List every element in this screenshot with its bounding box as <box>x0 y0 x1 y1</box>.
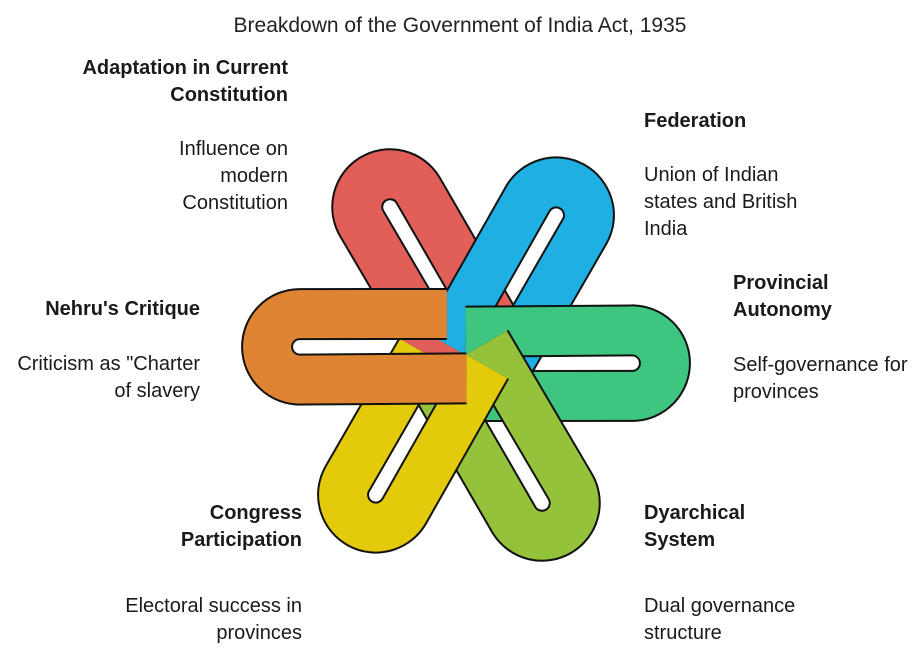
adaptation-text: Influence on modern Constitution <box>179 138 288 214</box>
nehru-text: Criticism as "Charter of slavery <box>17 353 200 402</box>
section-federation: Federation Union of Indian states and Br… <box>644 108 834 243</box>
provincial-heading: Provincial Autonomy <box>733 272 832 321</box>
loop-dyarchical <box>417 329 601 562</box>
congress-heading: Congress Participation <box>180 502 302 551</box>
section-congress: Congress Participation Electoral success… <box>100 500 302 647</box>
section-dyarchical: Dyarchical System Dual governance struct… <box>644 500 824 647</box>
loop-federation <box>422 156 615 373</box>
section-nehru: Nehru's Critique Criticism as "Charter o… <box>10 296 200 405</box>
nehru-heading: Nehru's Critique <box>45 298 200 320</box>
section-adaptation: Adaptation in Current Constitution Influ… <box>60 55 288 217</box>
loop-congress <box>317 337 510 554</box>
provincial-text: Self-governance for provinces <box>733 354 908 403</box>
federation-heading: Federation <box>644 110 747 132</box>
loop-nehru <box>241 287 467 406</box>
dyarchical-text: Dual governance structure <box>644 595 796 644</box>
loop-provincial-autonomy <box>465 304 691 423</box>
section-provincial-autonomy: Provincial Autonomy Self-governance for … <box>733 270 908 406</box>
congress-text: Electoral success in provinces <box>125 595 302 644</box>
adaptation-heading: Adaptation in Current Constitution <box>82 57 288 106</box>
dyarchical-heading: Dyarchical System <box>644 502 746 551</box>
diagram-title: Breakdown of the Government of India Act… <box>233 14 687 37</box>
loop-adaptation <box>331 148 515 381</box>
federation-text: Union of Indian states and British India <box>644 164 798 240</box>
